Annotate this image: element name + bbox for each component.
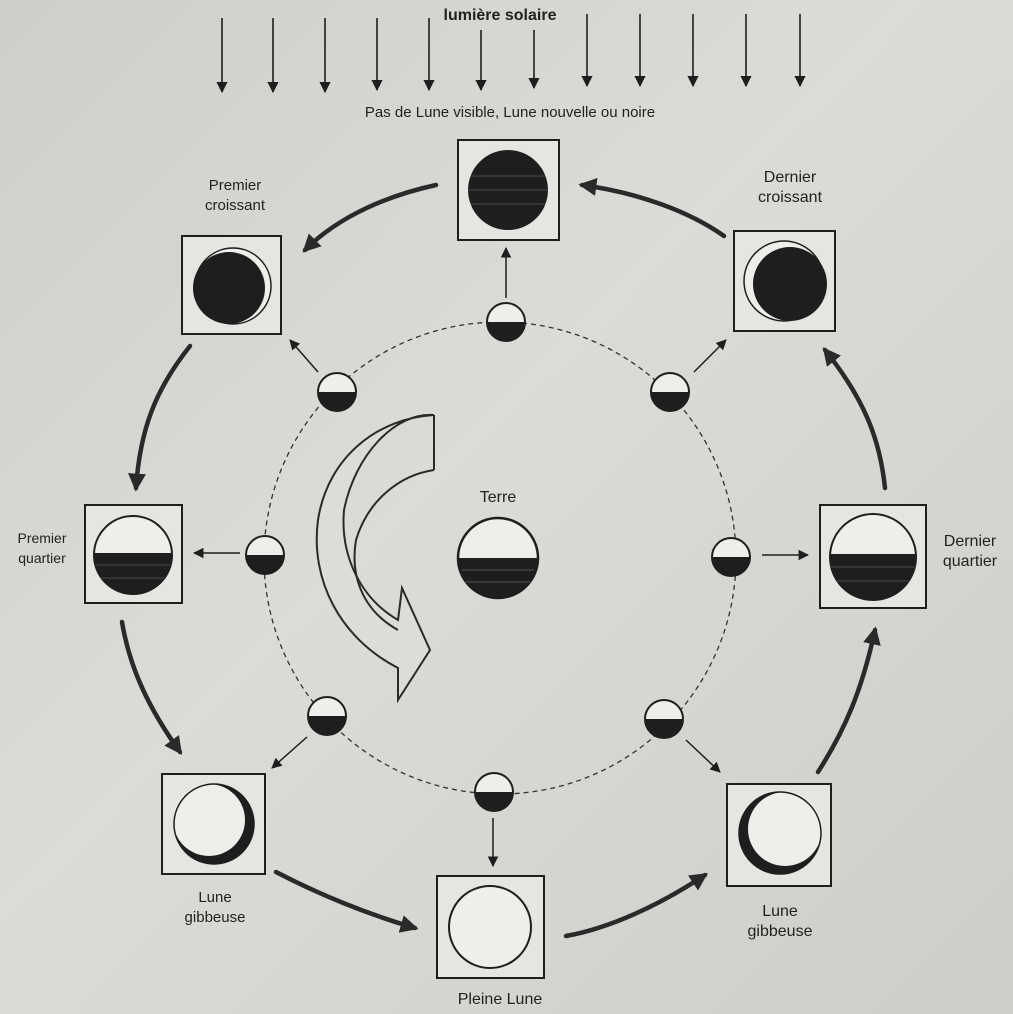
orbit-moon-bottom [474,772,514,812]
view-arrow [693,339,727,373]
phase-box-last-quarter [819,504,927,609]
orbit-moon-upper-left [317,372,357,412]
orbit-moon-upper-right [650,372,690,412]
cycle-arrow [822,347,888,491]
earth-label: Terre [479,489,517,506]
phase-box-first-quarter [84,504,183,604]
sunlight-label: lumière solaire [443,7,557,24]
cycle-arrow [563,872,708,939]
sunlight-arrows [216,14,806,94]
gibbous-left-label: Lune gibbeuse [184,889,246,926]
cycle-arrow [128,343,193,492]
phase-box-last-crescent [733,230,836,332]
cycle-arrow [578,178,727,239]
first-quarter-label: Premier quartier [17,530,67,566]
view-arrows [192,246,810,868]
rotation-direction-arrow [315,413,435,704]
phase-box-gibbous-left [161,773,266,875]
phase-box-gibbous-right [726,783,832,887]
orbit-moon-lower-right [644,699,684,739]
first-crescent-label: Premier croissant [204,177,266,214]
orbit-moon-lower-left [307,696,347,736]
earth [456,516,540,600]
cycle-arrow [273,869,419,933]
view-arrow [289,339,319,373]
full-moon-label: Pleine Lune [457,991,543,1008]
cycle-arrow [815,626,881,775]
cycle-arrow [302,182,439,253]
orbit-moon-left [245,535,285,575]
view-arrow [685,739,721,773]
last-quarter-label: Dernier quartier [942,533,998,570]
last-crescent-label: Dernier croissant [757,169,823,206]
new-moon-label: Pas de Lune visible, Lune nouvelle ou no… [364,104,656,121]
phase-box-full-moon [436,875,545,979]
gibbous-right-label: Lune gibbeuse [747,903,813,940]
cycle-arrows [119,178,888,939]
orbit-moons [245,302,751,812]
phase-box-first-crescent [181,235,282,335]
orbit-moon-right [711,537,751,577]
cycle-arrow [119,619,183,755]
phase-box-new-moon [457,139,560,241]
view-arrow [271,736,308,769]
orbit-moon-top [486,302,526,342]
